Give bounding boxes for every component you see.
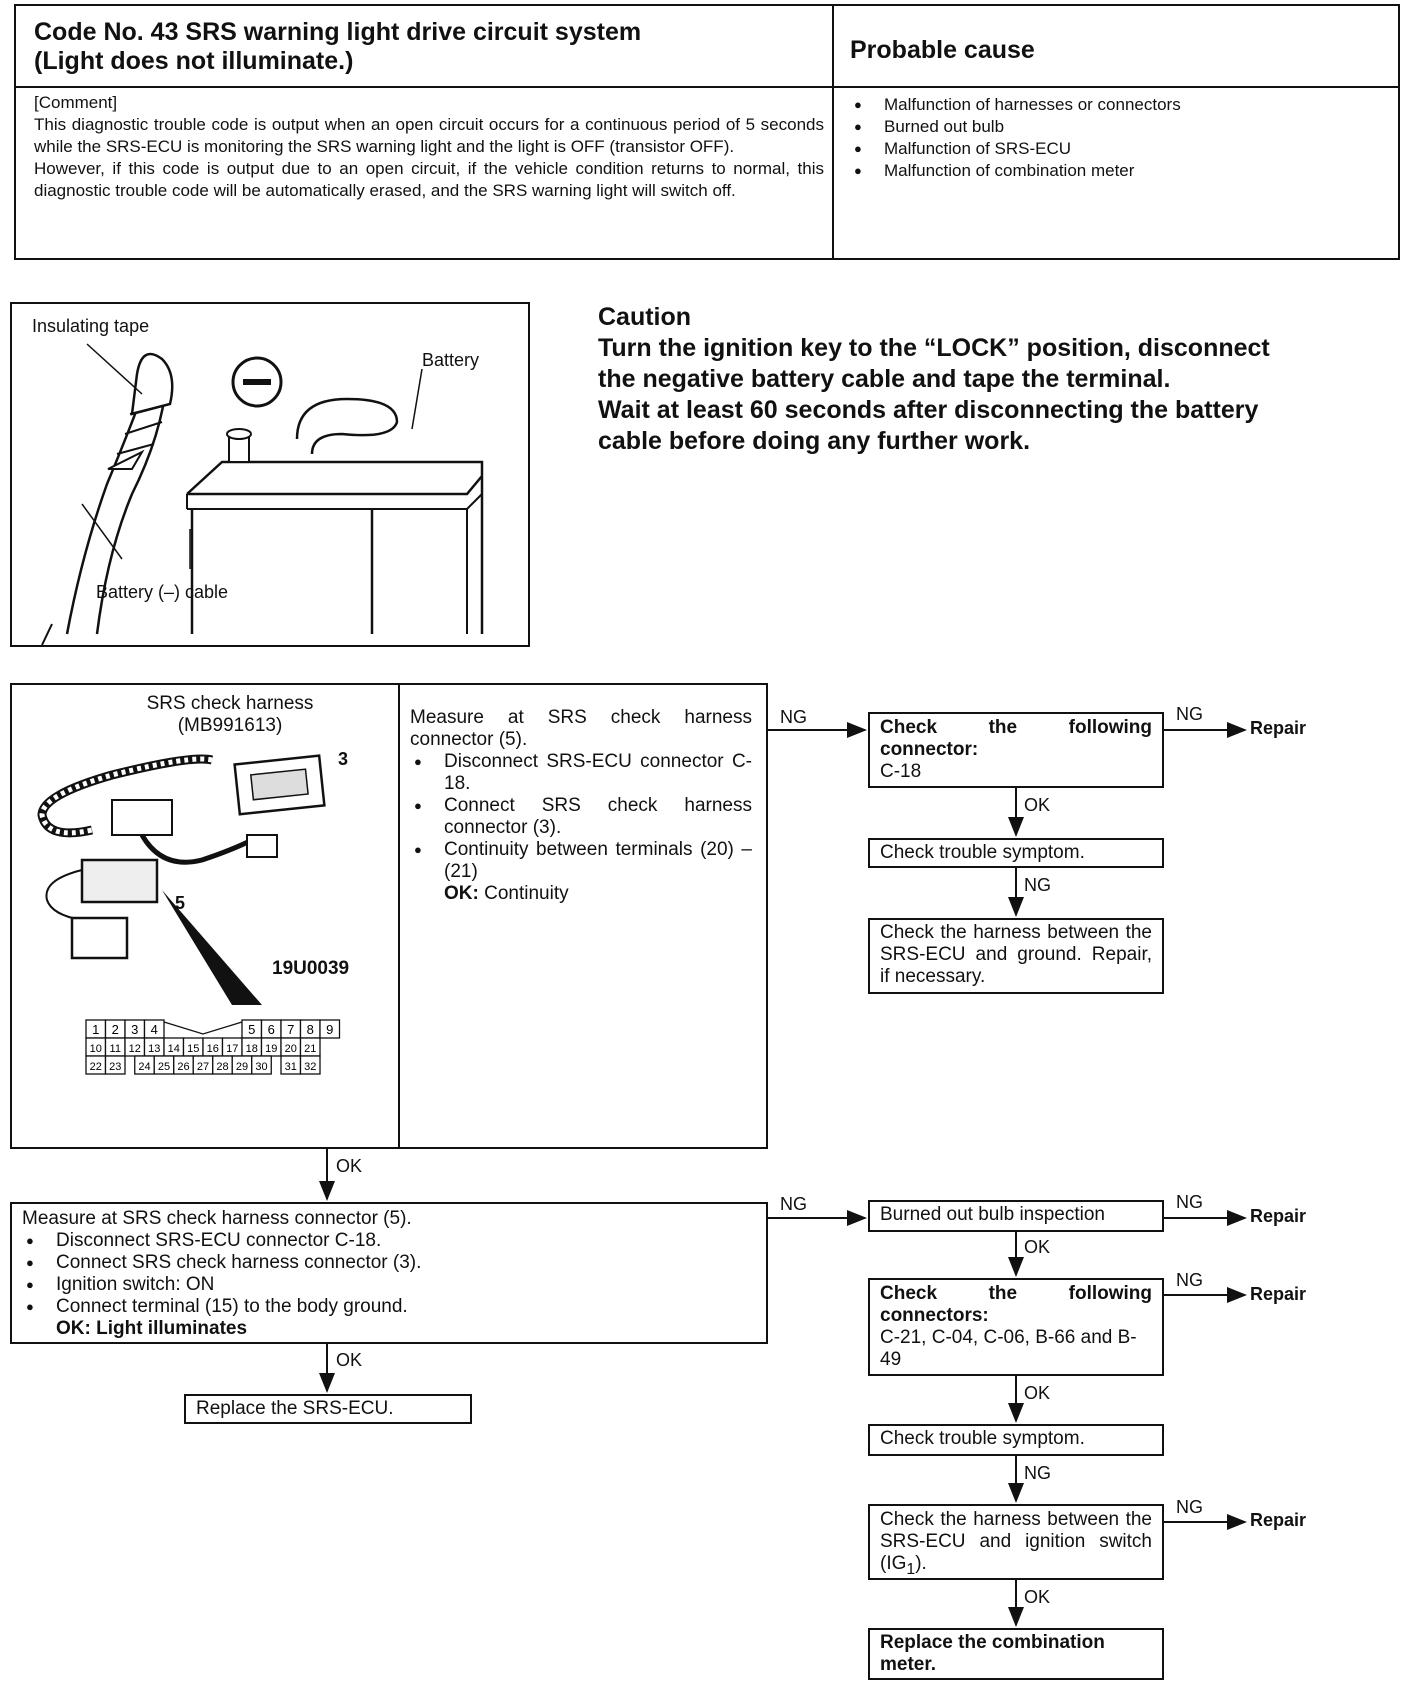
pin-label: 8 (307, 1022, 314, 1037)
pin-label: 12 (129, 1043, 141, 1055)
ng-label: NG (780, 707, 807, 727)
harness-label-3: 3 (338, 749, 349, 769)
ok-label: OK (1024, 1383, 1051, 1403)
harness-title: SRS check harness (MB991613) (146, 693, 314, 736)
code-header-table: Code No. 43 SRS warning light drive circ… (14, 4, 1400, 260)
pin-label: 29 (236, 1061, 248, 1073)
battery-figure: Insulating tape Battery Battery (–) cabl… (10, 302, 530, 647)
step1-item: Disconnect SRS-ECU connector C-18. (410, 751, 752, 795)
step2-item: Disconnect SRS-ECU connector C-18. (22, 1230, 756, 1252)
caution-block: Caution Turn the ignition key to the “LO… (598, 302, 1398, 457)
pin-label: 19 (265, 1043, 277, 1055)
comment-block: [Comment] This diagnostic trouble code i… (34, 93, 824, 200)
pin-label: 13 (148, 1043, 160, 1055)
pin-label: 31 (285, 1061, 297, 1073)
pin-label: 22 (90, 1061, 102, 1073)
caution-title: Caution (598, 303, 692, 331)
cause-item: Malfunction of combination meter (850, 160, 1390, 182)
probable-cause-title: Probable cause (850, 36, 1035, 64)
step2-item: Ignition switch: ON (22, 1274, 756, 1296)
battery-label: Battery (422, 350, 480, 370)
pin-label: 2 (112, 1022, 119, 1037)
repair-label: Repair (1250, 1284, 1307, 1304)
pin-label: 10 (90, 1043, 102, 1055)
step1-text: Measure at SRS check harness connector (… (410, 707, 752, 905)
ng-label: NG (1024, 875, 1051, 895)
step1-item: Connect SRS check harness connector (3). (410, 795, 752, 839)
pin-cell (251, 1055, 272, 1075)
ng-label: NG (780, 1194, 807, 1214)
harness-illustration (37, 754, 326, 1005)
pin-label: 6 (268, 1022, 275, 1037)
check-connectors-box: Check the following connectors: C-21, C-… (868, 1278, 1164, 1376)
pin-label: 17 (226, 1043, 238, 1055)
keyway-mark (163, 1021, 243, 1035)
ng-label: NG (1176, 1270, 1203, 1290)
replace-meter-box: Replace the combination meter. (868, 1628, 1164, 1680)
bulb-inspection-box: Burned out bulb inspection (868, 1200, 1164, 1232)
repair-label: Repair (1250, 718, 1307, 738)
pin-label: 21 (304, 1043, 316, 1055)
pin-label: 5 (248, 1022, 255, 1037)
pin-label: 7 (287, 1022, 294, 1037)
repair-label: Repair (1250, 1510, 1307, 1530)
pin-label: 32 (304, 1061, 316, 1073)
insulating-tape-label: Insulating tape (32, 316, 150, 336)
pin-label: 26 (177, 1061, 189, 1073)
step2-item: Connect SRS check harness connector (3). (22, 1252, 756, 1274)
ng-label: NG (1176, 1497, 1203, 1517)
ng-label: NG (1176, 1192, 1203, 1212)
pin-label: 1 (92, 1022, 99, 1037)
pin-label: 18 (246, 1043, 258, 1055)
pin-label: 16 (207, 1043, 219, 1055)
pin-label: 25 (158, 1061, 170, 1073)
pin-label: 9 (326, 1022, 333, 1037)
pin-label: 11 (110, 1043, 121, 1055)
replace-ecu-box: Replace the SRS-ECU. (184, 1394, 472, 1424)
pin-cell (104, 1055, 126, 1075)
pin-label: 20 (285, 1043, 297, 1055)
check-harness-ground-box: Check the harness between the SRS-ECU an… (868, 918, 1164, 994)
pin-label: 15 (187, 1043, 199, 1055)
pin-label: 23 (109, 1061, 121, 1073)
cause-item: Malfunction of SRS-ECU (850, 138, 1390, 160)
pin-cell (319, 1019, 341, 1039)
repair-label: Repair (1250, 1206, 1307, 1226)
ok-label: OK (1024, 1237, 1051, 1257)
code-title: Code No. 43 SRS warning light drive circ… (34, 18, 642, 75)
battery-illustration (41, 343, 484, 645)
check-symptom-box-a: Check trouble symptom. (868, 838, 1164, 868)
pin-label: 4 (151, 1022, 158, 1037)
ok-label: OK (336, 1350, 363, 1370)
ok-label: OK (336, 1156, 363, 1176)
step2-item: Connect terminal (15) to the body ground… (22, 1296, 756, 1318)
pin-label: 14 (168, 1043, 180, 1055)
battery-cable-label: Battery (–) cable (96, 582, 229, 602)
check-symptom-box-b: Check trouble symptom. (868, 1424, 1164, 1456)
ng-label: NG (1176, 704, 1203, 724)
probable-cause-list: Malfunction of harnesses or connectors B… (850, 94, 1390, 182)
step1-item: Continuity between terminals (20) – (21) (410, 839, 752, 883)
pin-label: 27 (197, 1061, 209, 1073)
harness-label-5: 5 (175, 893, 186, 913)
pin-label: 3 (131, 1022, 138, 1037)
figure-code: 19U0039 (272, 958, 350, 979)
pin-label: 28 (216, 1061, 228, 1073)
pin-label: 24 (138, 1061, 150, 1073)
step2-box: Measure at SRS check harness connector (… (10, 1202, 768, 1344)
ok-label: OK (1024, 795, 1051, 815)
ng-label: NG (1024, 1463, 1051, 1483)
check-harness-ignition-box: Check the harness between the SRS-ECU an… (868, 1504, 1164, 1580)
pin-label: 30 (255, 1061, 267, 1073)
check-connector-box: Check the following connector: C-18 (868, 712, 1164, 788)
cause-item: Malfunction of harnesses or connectors (850, 94, 1390, 116)
ok-label: OK (1024, 1587, 1051, 1607)
cause-item: Burned out bulb (850, 116, 1390, 138)
pin-cell (299, 1055, 321, 1075)
